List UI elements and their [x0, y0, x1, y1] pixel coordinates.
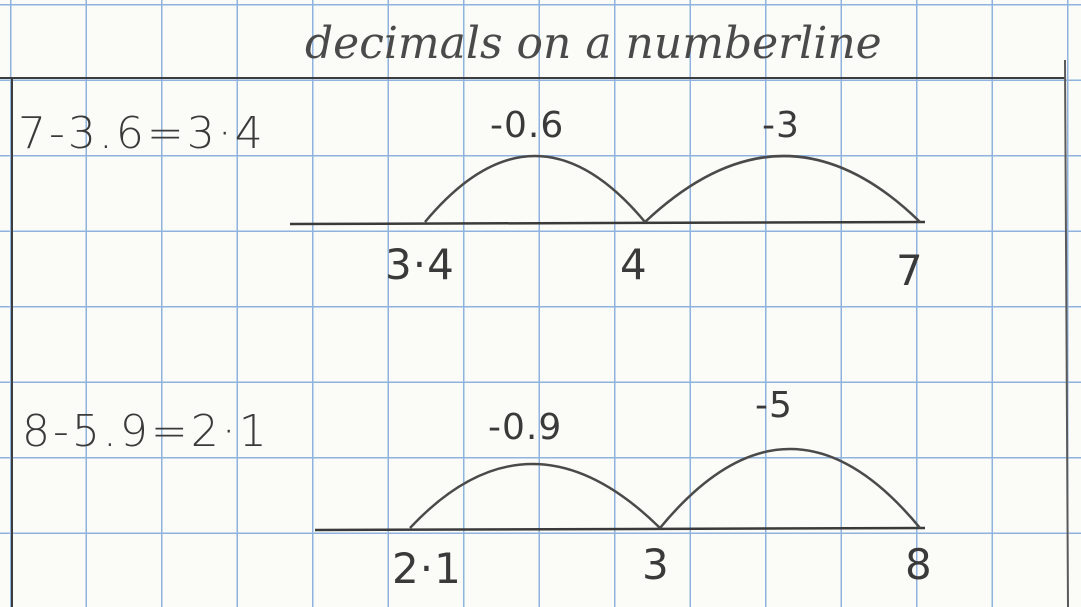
tick-label-2c: 8 — [905, 540, 933, 589]
jump-label-2a: -0.9 — [488, 407, 563, 448]
tick-label-1a: 3·4 — [385, 240, 455, 289]
border-right-line — [1064, 59, 1069, 607]
page-title: decimals on a numberline — [305, 18, 882, 69]
tick-label-1b: 4 — [620, 240, 648, 289]
tick-label-2a: 2·1 — [392, 544, 462, 593]
number-line-1 — [289, 220, 926, 226]
equation-1: 7-3.6=3·4 — [18, 108, 266, 159]
jump-arc-1b — [644, 154, 921, 223]
jump-arc-2a — [409, 462, 661, 529]
jump-label-1a: -0.6 — [490, 105, 565, 146]
number-line-2 — [314, 526, 926, 532]
jump-arc-1a — [424, 154, 646, 223]
jump-label-2b: -5 — [755, 385, 793, 426]
jump-label-1b: -3 — [762, 105, 800, 146]
jump-arc-2b — [659, 447, 921, 529]
tick-label-2b: 3 — [642, 540, 670, 589]
tick-label-1c: 7 — [896, 246, 924, 295]
equation-2: 8-5.9=2·1 — [22, 406, 270, 457]
